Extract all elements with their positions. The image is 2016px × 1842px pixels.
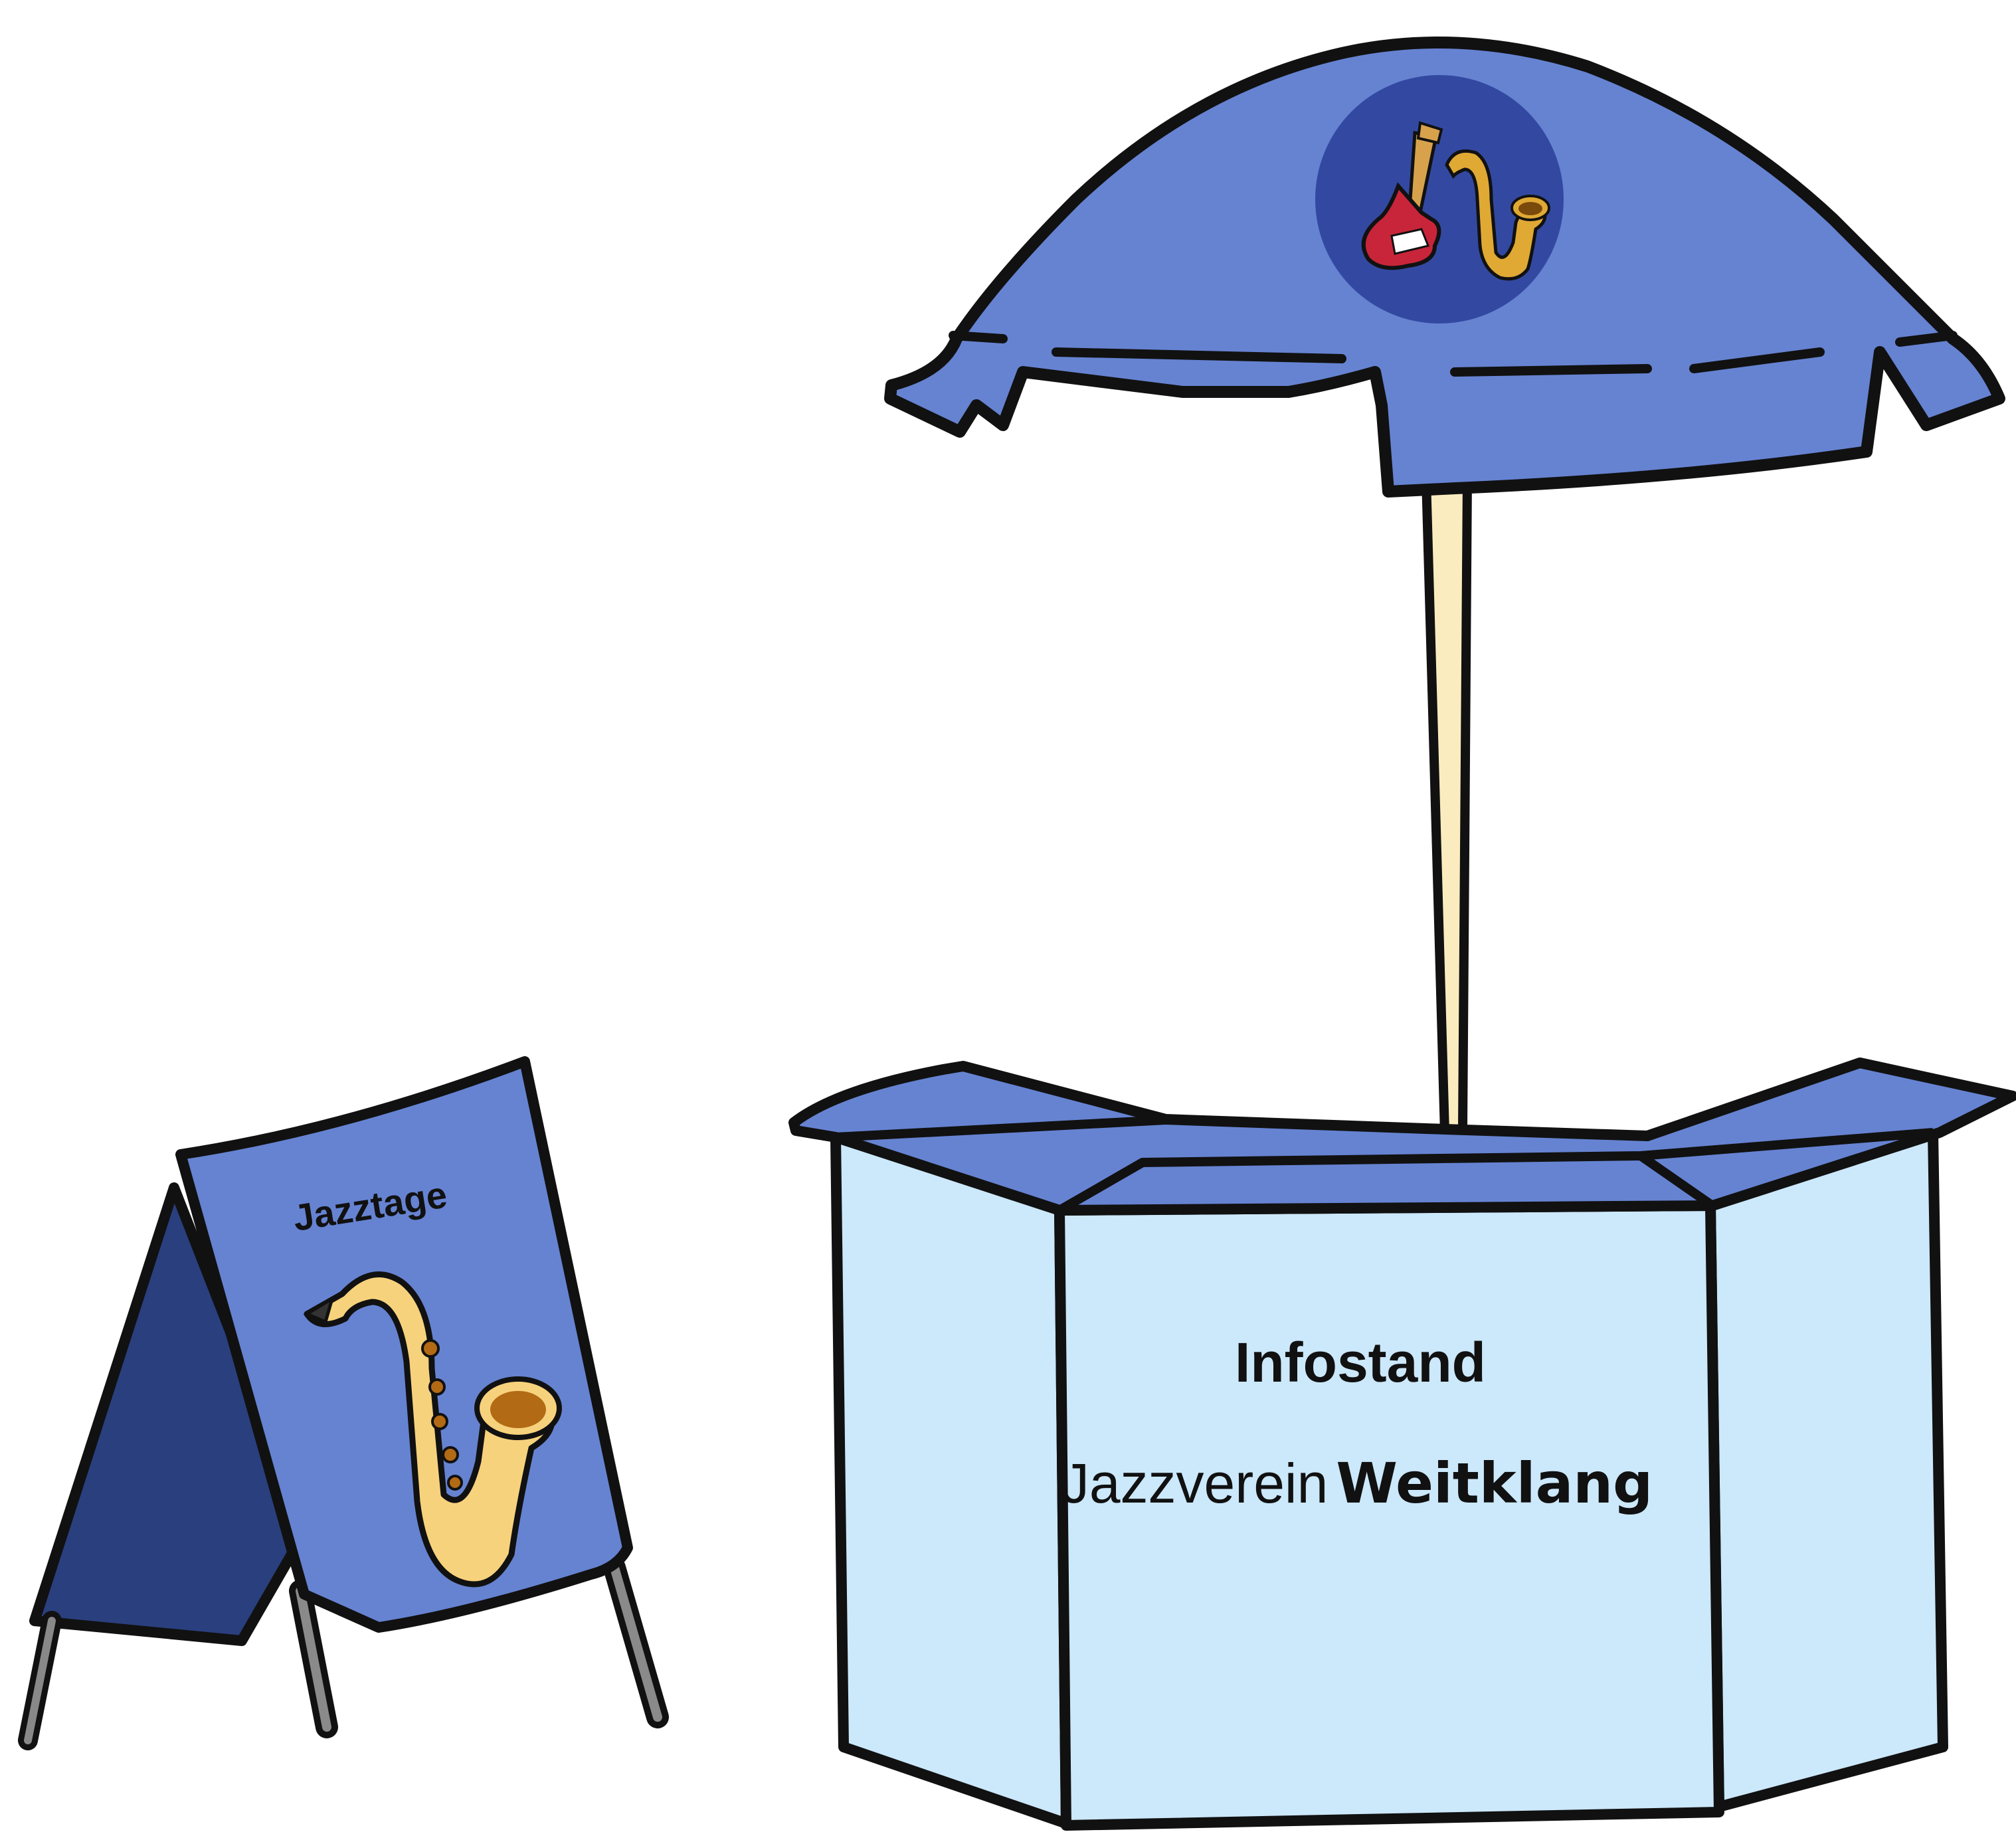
- sign-front-leg: [296, 1563, 662, 1732]
- booth-subtitle-brand: Weitklang: [1336, 1451, 1653, 1516]
- sign-back-leg: [24, 1617, 56, 1744]
- booth-title: Infostand: [1235, 1331, 1486, 1394]
- counter-top-fold: [835, 1115, 1934, 1215]
- electric-guitar-icon: [1361, 121, 1443, 270]
- counter-left-panel: [830, 1132, 1071, 1829]
- saxophone-icon: [1445, 149, 1550, 281]
- umbrella: [884, 37, 2005, 1137]
- a-frame-sign: Jazztage: [18, 1056, 669, 1750]
- umbrella-pole: [1419, 381, 1473, 1137]
- booth-subtitle-prefix: Jazzverein: [1061, 1452, 1329, 1515]
- counter-top: [788, 1058, 2016, 1216]
- umbrella-seam: [949, 331, 1958, 377]
- saxophone-icon: [303, 1271, 562, 1588]
- counter-right-panel: [1705, 1127, 1948, 1812]
